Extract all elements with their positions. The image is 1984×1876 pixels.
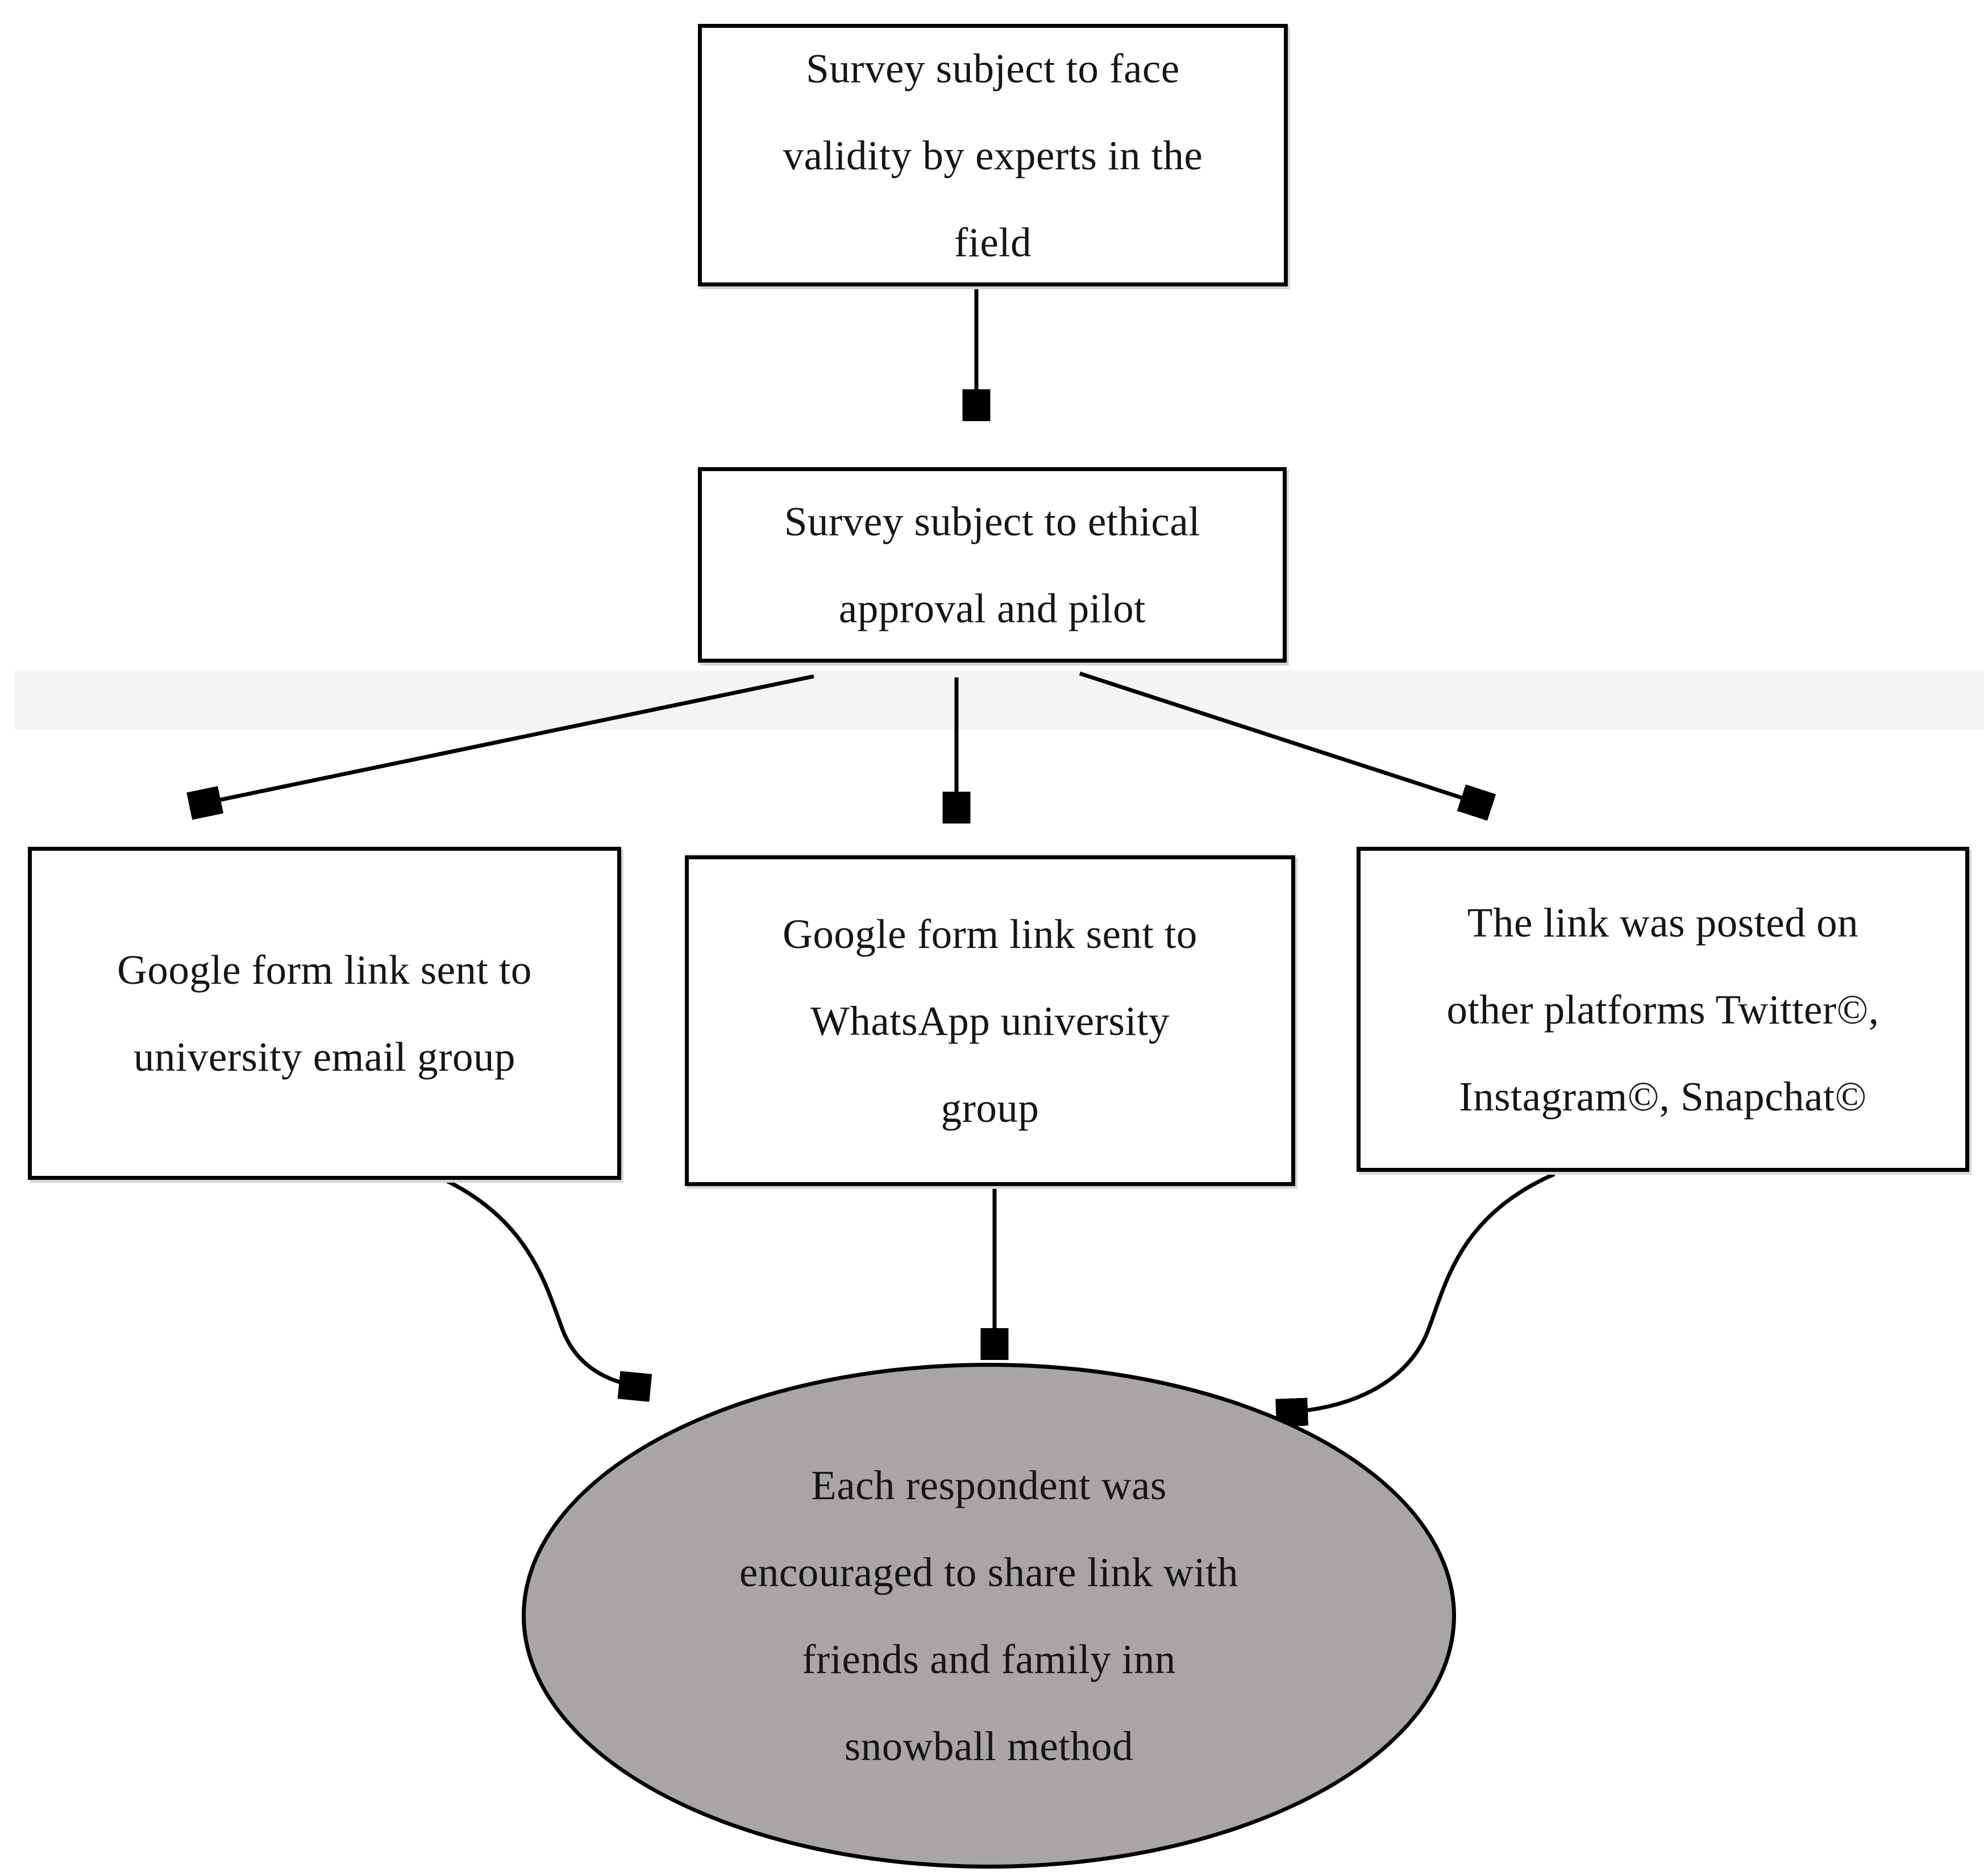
node-email-group-line-1: Google form link sent to <box>117 947 532 993</box>
arrow-email-to-snowball <box>434 1173 649 1388</box>
node-other-platforms-line-1: The link was posted on <box>1467 899 1859 946</box>
arrow-ethical-to-platforms <box>1079 671 1490 807</box>
node-whatsapp-group: Google form link sent to WhatsApp univer… <box>685 855 1295 1186</box>
node-other-platforms-line-2: other platforms Twitter©, <box>1446 986 1879 1033</box>
node-snowball-line-3: friends and family inn <box>802 1636 1176 1682</box>
node-ethical-approval: Survey subject to ethical approval and p… <box>698 467 1287 663</box>
node-face-validity-line-1: Survey subject to face <box>806 45 1180 91</box>
node-snowball: Each respondent was encouraged to share … <box>522 1363 1456 1869</box>
node-ethical-approval-line-1: Survey subject to ethical <box>784 498 1201 544</box>
node-ethical-approval-line-2: approval and pilot <box>838 585 1146 631</box>
node-other-platforms-line-3: Instagram©, Snapchat© <box>1459 1073 1867 1120</box>
node-face-validity-line-3: field <box>954 219 1032 265</box>
background-band <box>14 671 1984 730</box>
node-email-group: Google form link sent to university emai… <box>28 847 621 1180</box>
node-face-validity: Survey subject to face validity by exper… <box>698 24 1288 286</box>
arrow-platforms-to-snowball <box>1278 1172 1555 1413</box>
node-email-group-line-2: university email group <box>134 1034 515 1080</box>
node-whatsapp-group-line-3: group <box>941 1084 1039 1131</box>
node-whatsapp-group-line-2: WhatsApp university <box>810 997 1170 1044</box>
node-snowball-line-1: Each respondent was <box>811 1462 1167 1508</box>
node-face-validity-line-2: validity by experts in the <box>783 132 1203 178</box>
node-snowball-line-2: encouraged to share link with <box>739 1549 1239 1595</box>
arrow-ethical-to-email-group <box>191 674 814 806</box>
node-snowball-line-4: snowball method <box>844 1723 1134 1769</box>
node-other-platforms: The link was posted on other platforms T… <box>1357 847 1969 1172</box>
node-whatsapp-group-line-1: Google form link sent to <box>783 910 1197 957</box>
